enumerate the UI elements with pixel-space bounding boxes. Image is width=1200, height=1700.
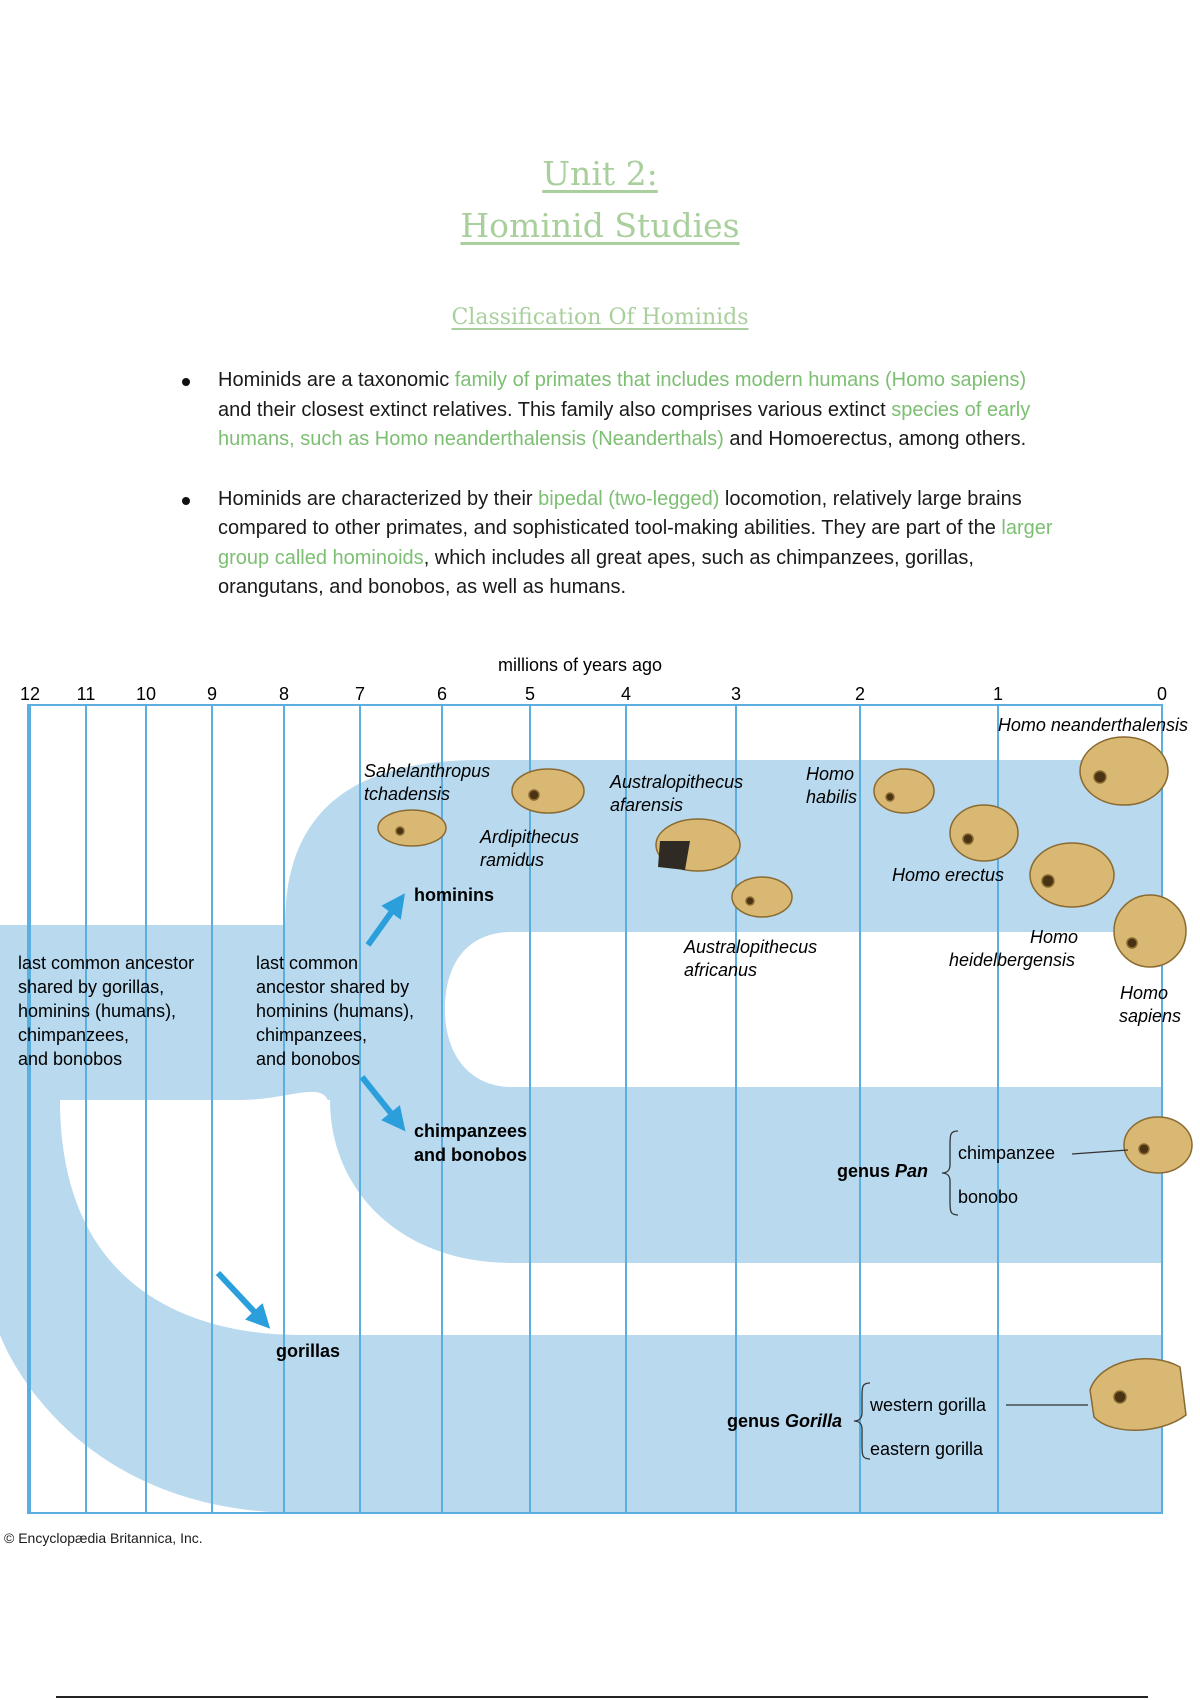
timeline-tick-label: 2 <box>855 684 865 704</box>
text-segment: and their closest extinct relatives. Thi… <box>218 398 892 421</box>
arrow-to-hominins <box>365 893 405 947</box>
axis-label: millions of years ago <box>498 655 662 675</box>
bullet-text-1: Hominids are a taxonomic family of prima… <box>218 369 1030 450</box>
bullet-dot <box>182 496 190 505</box>
label-erectus: Homo erectus <box>892 865 1004 885</box>
highlighted-text: bipedal (two-legged) <box>538 487 720 510</box>
timeline-tick-label: 11 <box>77 684 96 704</box>
timeline-tick-label: 10 <box>136 684 156 704</box>
title-line-1: Unit 2: <box>542 154 658 193</box>
label-genus-gorilla: genus Gorilla <box>727 1411 842 1431</box>
label-genus-pan: genus Pan <box>837 1161 928 1181</box>
skull-icon-sahelanthropus <box>377 809 447 847</box>
hominin-band <box>0 760 1162 1263</box>
bullet-dot <box>182 378 190 386</box>
text-segment: and Homoerectus, among others. <box>723 428 1027 450</box>
skull-illustrations <box>377 736 1193 1431</box>
label-eastern-gorilla: eastern gorilla <box>870 1439 984 1459</box>
section-subtitle: Classification Of Hominids <box>451 305 749 330</box>
bullet-item: Hominids are a taxonomic family of prima… <box>180 366 1060 455</box>
skull-icon-ardipithecus <box>511 768 585 814</box>
pan-brace <box>941 1130 959 1216</box>
label-neanderthalensis: Homo neanderthalensis <box>998 715 1188 735</box>
skull-icon-habilis <box>873 768 935 814</box>
label-gorillas: gorillas <box>276 1341 340 1361</box>
skull-icon-gorilla <box>1089 1358 1187 1431</box>
page-title: Unit 2: Hominid Studies <box>0 148 1200 252</box>
label-bonobo: bonobo <box>958 1187 1018 1207</box>
highlighted-text: family of primates that includes modern … <box>454 369 1027 391</box>
gorilla-brace <box>853 1382 871 1460</box>
bottom-rule <box>56 1696 1148 1698</box>
timeline-tick-label: 0 <box>1157 684 1167 704</box>
skull-icon-afarensis <box>655 818 741 872</box>
label-hominins: hominins <box>414 885 494 905</box>
lineage-bands <box>0 760 1162 1513</box>
timeline-tick-label: 12 <box>20 684 40 704</box>
bullet-item: Hominids are characterized by their bipe… <box>180 485 1060 603</box>
bracket-lines <box>853 1130 1129 1460</box>
bullet-text-2: Hominids are characterized by their bipe… <box>218 488 1053 599</box>
chimpanzee-connector <box>1071 1149 1129 1155</box>
label-chimpanzee: chimpanzee <box>958 1143 1055 1163</box>
title-line-2: Hominid Studies <box>460 206 740 245</box>
skull-icon-sapiens <box>1113 894 1187 968</box>
skull-icon-africanus <box>731 876 793 918</box>
skull-icon-heidelbergensis <box>1029 842 1115 908</box>
timeline-tick-label: 7 <box>355 684 365 704</box>
timeline-tick-label: 4 <box>621 684 631 704</box>
text-segment: Hominids are a taxonomic <box>218 369 455 391</box>
skull-icon-erectus <box>949 804 1019 862</box>
highlighted-text: larger group called hominoids <box>218 517 1053 569</box>
bullet-list: Hominids are a taxonomic family of prima… <box>180 366 1060 633</box>
gorilla-band <box>0 1100 1162 1513</box>
text-segment: Hominids are characterized by their <box>218 487 539 510</box>
divergence-arrows <box>215 893 406 1329</box>
text-segment: , which includes all great apes, such as… <box>218 546 974 599</box>
label-western-gorilla: western gorilla <box>869 1395 987 1415</box>
copyright-notice: © Encyclopædia Britannica, Inc. <box>4 1530 203 1546</box>
arrow-to-gorillas <box>215 1270 271 1329</box>
band-gap <box>240 1100 512 1335</box>
timeline-tick-label: 5 <box>525 684 535 704</box>
timeline-tick-label: 6 <box>437 684 447 704</box>
skull-icon-chimpanzee <box>1123 1116 1193 1174</box>
highlighted-text: species of early humans, such as Homo ne… <box>218 398 1031 451</box>
skull-icon-neanderthalensis <box>1079 736 1169 806</box>
timeline-tick-label: 9 <box>207 684 217 704</box>
timeline-tick-label: 1 <box>993 684 1003 704</box>
timeline-tick-label: 3 <box>731 684 741 704</box>
arrow-to-chimpanzees <box>359 1075 406 1132</box>
text-segment: locomotion, relatively large brains comp… <box>218 487 1022 540</box>
timeline-tick-label: 8 <box>279 684 289 704</box>
